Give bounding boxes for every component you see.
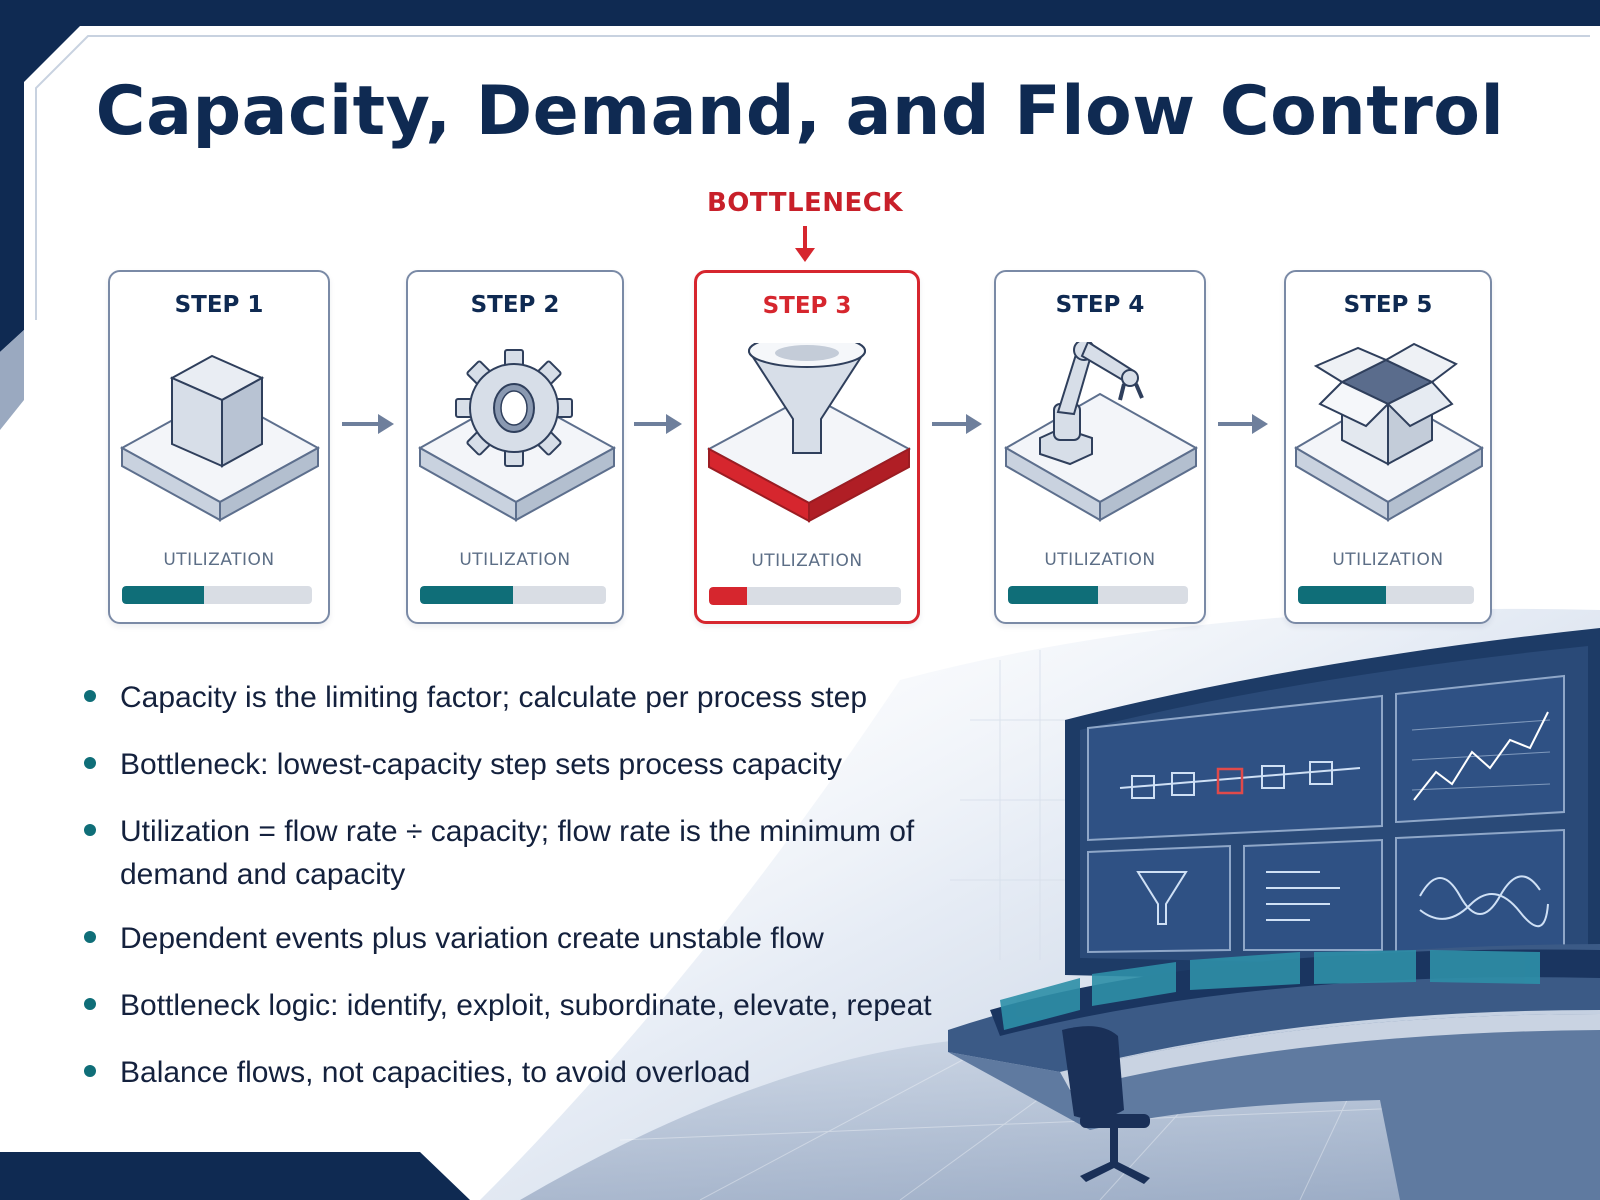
utilization-bar bbox=[420, 586, 606, 604]
utilization-bar bbox=[709, 587, 901, 605]
bullet-text: Capacity is the limiting factor; calcula… bbox=[120, 681, 867, 714]
bullet-text: Dependent events plus variation create u… bbox=[120, 922, 824, 955]
bullet-item: Balance flows, not capacities, to avoid … bbox=[80, 1051, 940, 1094]
utilization-bar-fill bbox=[420, 586, 513, 604]
utilization-label: UTILIZATION bbox=[751, 551, 863, 571]
robot-arm-icon bbox=[1003, 342, 1199, 522]
frame-left-slab bbox=[0, 330, 24, 430]
office-chair-icon bbox=[1062, 1026, 1150, 1184]
screen-line-chart bbox=[1395, 674, 1565, 824]
gear-icon bbox=[417, 349, 617, 522]
bullet-item: Utilization = flow rate ÷ capacity; flow… bbox=[80, 810, 940, 896]
step-card-3: STEP 3 UTILIZATION bbox=[694, 270, 920, 624]
frame-inner-line bbox=[35, 35, 1590, 320]
step-card-4: STEP 4 UTILIZATION bbox=[994, 270, 1206, 624]
open-box-icon bbox=[1294, 342, 1485, 522]
step-card-2: STEP 2 UTILIZATION bbox=[406, 270, 624, 624]
step-title: STEP 5 bbox=[1343, 292, 1433, 318]
funnel-icon bbox=[706, 343, 912, 523]
page-title: Capacity, Demand, and Flow Control bbox=[95, 72, 1505, 151]
utilization-label: UTILIZATION bbox=[1332, 550, 1444, 570]
bullet-dot-icon bbox=[84, 1065, 96, 1077]
bullet-dot-icon bbox=[84, 824, 96, 836]
utilization-bar bbox=[122, 586, 312, 604]
bullet-text: Bottleneck logic: identify, exploit, sub… bbox=[120, 989, 932, 1022]
bullet-item: Capacity is the limiting factor; calcula… bbox=[80, 676, 940, 719]
utilization-bar-fill bbox=[1298, 586, 1386, 604]
bullet-dot-icon bbox=[84, 757, 96, 769]
bullet-list: Capacity is the limiting factor; calcula… bbox=[80, 676, 940, 1094]
utilization-bar-fill bbox=[709, 587, 748, 605]
step-title: STEP 3 bbox=[762, 293, 852, 319]
bottleneck-arrow-icon bbox=[795, 226, 815, 262]
utilization-bar bbox=[1008, 586, 1188, 604]
bullet-item: Dependent events plus variation create u… bbox=[80, 917, 940, 960]
bullet-dot-icon bbox=[84, 998, 96, 1010]
bullet-item: Bottleneck: lowest-capacity step sets pr… bbox=[80, 743, 940, 786]
bullet-text: Utilization = flow rate ÷ capacity; flow… bbox=[120, 815, 915, 891]
utilization-bar-fill bbox=[1008, 586, 1098, 604]
bottleneck-label: BOTTLENECK bbox=[706, 188, 904, 218]
step-title: STEP 2 bbox=[470, 292, 560, 318]
screen-wave-chart bbox=[1395, 828, 1565, 953]
bullet-dot-icon bbox=[84, 931, 96, 943]
utilization-bar bbox=[1298, 586, 1474, 604]
step-card-1: STEP 1 UTILIZATION bbox=[108, 270, 330, 624]
step-title: STEP 4 bbox=[1055, 292, 1145, 318]
bullet-dot-icon bbox=[84, 690, 96, 702]
utilization-label: UTILIZATION bbox=[459, 550, 571, 570]
screen-text bbox=[1243, 838, 1383, 951]
utilization-bar-fill bbox=[122, 586, 204, 604]
utilization-label: UTILIZATION bbox=[163, 550, 275, 570]
bullet-item: Bottleneck logic: identify, exploit, sub… bbox=[80, 984, 940, 1027]
bullet-text: Balance flows, not capacities, to avoid … bbox=[120, 1056, 751, 1089]
screen-funnel bbox=[1087, 844, 1231, 954]
utilization-label: UTILIZATION bbox=[1044, 550, 1156, 570]
bullet-text: Bottleneck: lowest-capacity step sets pr… bbox=[120, 748, 842, 781]
frame-bottom-band bbox=[0, 1152, 470, 1200]
step-title: STEP 1 bbox=[174, 292, 264, 318]
cube-icon bbox=[119, 354, 321, 522]
step-card-5: STEP 5 UTILIZATION bbox=[1284, 270, 1492, 624]
